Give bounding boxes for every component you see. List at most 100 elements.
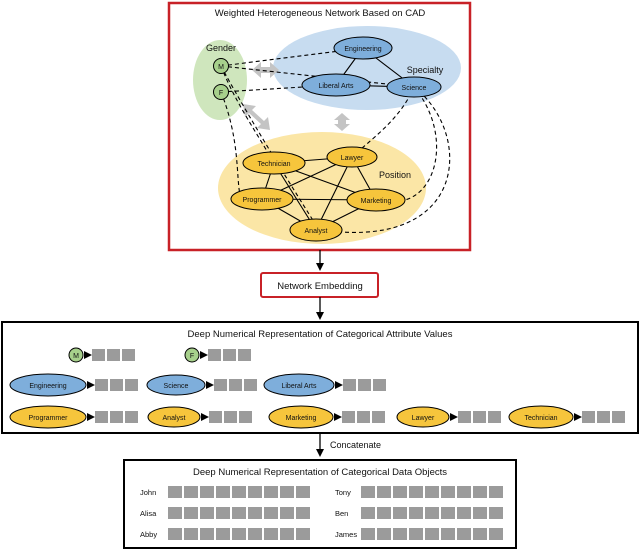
node-science-label: Science xyxy=(402,85,427,92)
gender-specialty-arrow xyxy=(252,62,279,78)
object-right-2-cell xyxy=(393,528,407,540)
object-name-john: John xyxy=(140,488,156,497)
attr-m-node xyxy=(68,347,84,363)
node-technician xyxy=(242,151,306,175)
attr-lawyer-node xyxy=(396,406,450,428)
attr-technician-vector-cell xyxy=(597,411,610,423)
attr-engineering-vector-cell xyxy=(125,379,138,391)
object-left-1-cell xyxy=(168,507,182,519)
object-right-2-cell xyxy=(441,528,455,540)
object-name-alisa: Alisa xyxy=(140,509,157,518)
attr-marketing-label: Marketing xyxy=(286,415,317,422)
node-f xyxy=(213,84,229,100)
node-technician-label: Technician xyxy=(257,161,290,168)
node-m xyxy=(213,58,229,74)
object-left-0-cell xyxy=(200,486,214,498)
attr-liberal-arts-node xyxy=(263,373,335,397)
object-right-1-cell xyxy=(473,507,487,519)
attr-engineering-vector-cell xyxy=(110,379,123,391)
attr-technician-label: Technician xyxy=(524,415,557,422)
object-right-1-cell xyxy=(489,507,503,519)
attr-marketing-vector-cell xyxy=(372,411,385,423)
object-left-0-cell xyxy=(280,486,294,498)
attr-liberal-arts-label: Liberal Arts xyxy=(281,383,317,390)
object-right-1-cell xyxy=(409,507,423,519)
attr-lawyer-vector-cell xyxy=(458,411,471,423)
attr-liberal-arts-vector-cell xyxy=(373,379,386,391)
attr-analyst-node xyxy=(147,406,201,428)
object-left-0-cell xyxy=(216,486,230,498)
attr-technician-vector-cell xyxy=(612,411,625,423)
node-f-label: F xyxy=(219,90,223,97)
attribute-panel-title: Deep Numerical Representation of Categor… xyxy=(188,329,453,340)
attr-science-vector-cell xyxy=(244,379,257,391)
network-embedding-label: Network Embedding xyxy=(277,281,363,292)
object-right-0-cell xyxy=(473,486,487,498)
object-right-2-cell xyxy=(409,528,423,540)
object-left-0-cell xyxy=(248,486,262,498)
object-vectors xyxy=(168,486,503,540)
attr-marketing-node xyxy=(268,405,334,429)
attr-analyst-vector-cell xyxy=(224,411,237,423)
gray-arrows xyxy=(243,62,350,131)
attr-technician-vector-cell xyxy=(582,411,595,423)
node-marketing-label: Marketing xyxy=(361,198,392,205)
attr-f-vector-cell xyxy=(208,349,221,361)
attribute-vectors xyxy=(84,349,625,423)
object-left-1-cell xyxy=(216,507,230,519)
node-engineering-label: Engineering xyxy=(344,46,381,53)
node-programmer xyxy=(230,187,294,211)
object-right-0-cell xyxy=(361,486,375,498)
node-programmer-label: Programmer xyxy=(243,197,283,204)
attr-m-vector-cell xyxy=(122,349,135,361)
object-left-2-cell xyxy=(184,528,198,540)
node-analyst xyxy=(289,218,343,242)
attr-programmer-vector-cell xyxy=(110,411,123,423)
object-left-1-cell xyxy=(248,507,262,519)
specialty-position-arrow xyxy=(334,113,350,131)
object-right-1-cell xyxy=(441,507,455,519)
object-left-2-cell xyxy=(264,528,278,540)
object-left-1-cell xyxy=(200,507,214,519)
attr-science-vector-cell xyxy=(229,379,242,391)
attr-liberal-arts-vector-cell xyxy=(358,379,371,391)
object-left-1-cell xyxy=(264,507,278,519)
object-right-0-cell xyxy=(441,486,455,498)
object-right-1-cell xyxy=(361,507,375,519)
node-analyst-label: Analyst xyxy=(305,228,328,235)
object-right-2-cell xyxy=(489,528,503,540)
object-right-0-cell xyxy=(489,486,503,498)
attr-science-node xyxy=(146,374,206,396)
attr-f-label: F xyxy=(190,353,194,360)
object-name-tony: Tony xyxy=(335,488,351,497)
object-right-1-cell xyxy=(377,507,391,519)
attribute-specialty-row: Engineering Science Liberal Arts xyxy=(9,373,335,397)
object-name-abby: Abby xyxy=(140,530,157,539)
object-left-2-cell xyxy=(200,528,214,540)
attr-f-vector-cell xyxy=(223,349,236,361)
object-right-2-cell xyxy=(457,528,471,540)
node-marketing xyxy=(346,188,406,212)
object-left-1-cell xyxy=(296,507,310,519)
attr-lawyer-label: Lawyer xyxy=(412,415,435,422)
attr-programmer-node xyxy=(9,405,87,429)
object-left-0-cell xyxy=(264,486,278,498)
attr-m-label: M xyxy=(73,353,79,360)
object-right-0-cell xyxy=(393,486,407,498)
object-right-1-cell xyxy=(425,507,439,519)
specialty-group-label: Specialty xyxy=(407,65,444,75)
object-name-ben: Ben xyxy=(335,509,348,518)
attr-science-vector-cell xyxy=(214,379,227,391)
object-left-2-cell xyxy=(232,528,246,540)
attr-programmer-vector-cell xyxy=(95,411,108,423)
object-left-2-cell xyxy=(280,528,294,540)
attr-m-vector-cell xyxy=(107,349,120,361)
attr-programmer-vector-cell xyxy=(125,411,138,423)
object-left-2-cell xyxy=(296,528,310,540)
attr-engineering-vector-cell xyxy=(95,379,108,391)
object-left-2-cell xyxy=(248,528,262,540)
object-right-2-cell xyxy=(473,528,487,540)
position-group-label: Position xyxy=(379,170,411,180)
object-right-0-cell xyxy=(409,486,423,498)
